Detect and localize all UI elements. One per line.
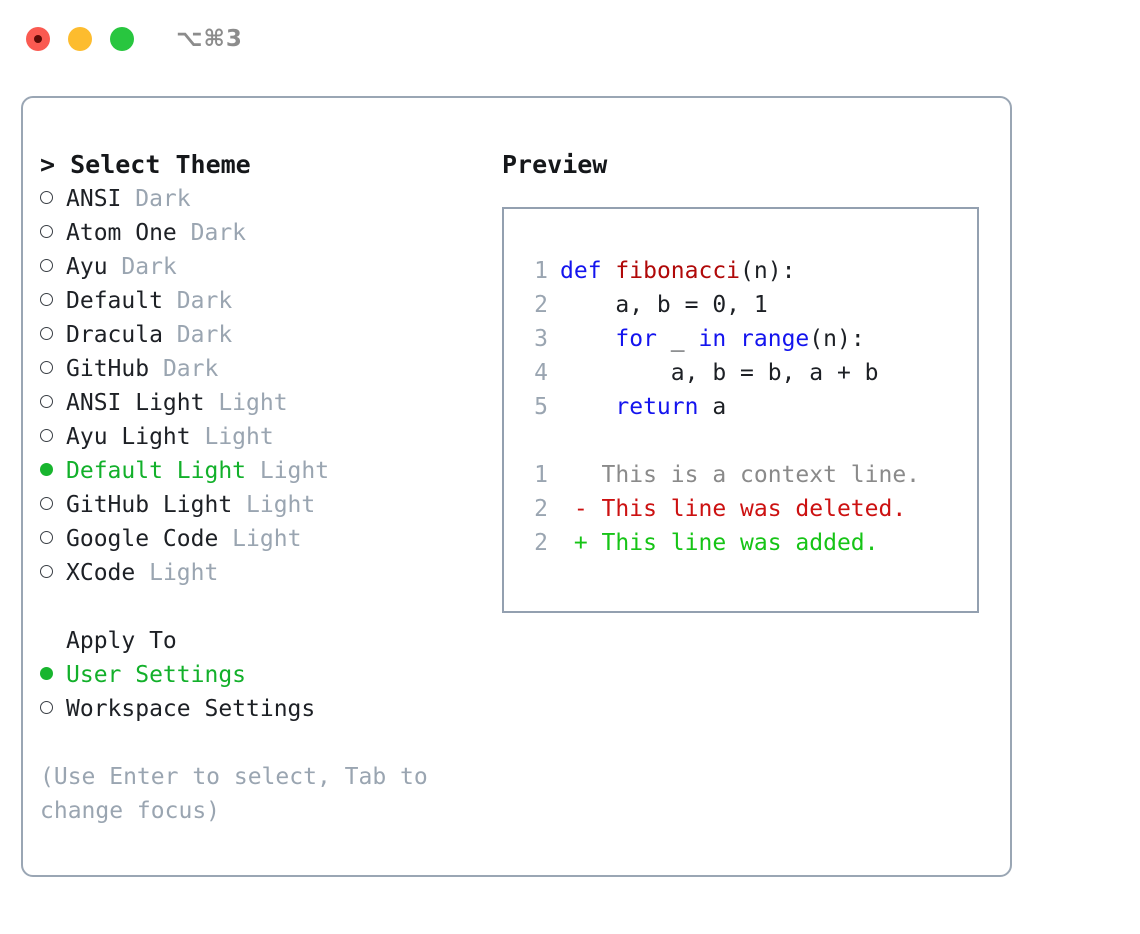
theme-item-variant-tag: Dark (107, 254, 177, 280)
code-gap (520, 424, 971, 458)
theme-item-label: ANSI Light (66, 390, 205, 416)
theme-item-9[interactable]: GitHub Light Light (40, 488, 500, 522)
radio-selected-icon (40, 658, 66, 692)
code-line-3: 4 a, b = b, a + b (520, 356, 971, 390)
radio-unselected-icon (40, 352, 66, 386)
line-number: 2 (534, 292, 548, 318)
theme-item-variant-tag: Light (135, 560, 219, 586)
radio-unselected-icon (40, 488, 66, 522)
radio-unselected-icon (40, 386, 66, 420)
apply-to-option-label: User Settings (66, 662, 247, 688)
code-text: for _ in range(n): (615, 326, 865, 352)
theme-item-variant-tag: Light (232, 492, 316, 518)
theme-item-0[interactable]: ANSI Dark (40, 182, 500, 216)
radio-unselected-icon (40, 216, 66, 250)
list-spacer (40, 590, 500, 624)
theme-item-label: GitHub Light (66, 492, 233, 518)
diff-lines: 1 This is a context line.2 - This line w… (520, 458, 971, 560)
code-text: return a (615, 394, 727, 420)
radio-selected-icon (40, 454, 66, 488)
theme-item-1[interactable]: Atom One Dark (40, 216, 500, 250)
code-text: def fibonacci(n): (560, 258, 796, 284)
theme-item-6[interactable]: ANSI Light Light (40, 386, 500, 420)
select-theme-header: > Select Theme (40, 150, 251, 179)
code-text: - This line was deleted. (560, 496, 907, 522)
theme-item-4[interactable]: Dracula Dark (40, 318, 500, 352)
theme-item-label: Google Code (66, 526, 219, 552)
maximize-window-button[interactable] (110, 27, 134, 51)
radio-unselected-icon (40, 318, 66, 352)
theme-item-5[interactable]: GitHub Dark (40, 352, 500, 386)
close-window-button[interactable] (26, 27, 50, 51)
traffic-light-group (26, 27, 134, 51)
theme-item-variant-tag: Dark (162, 288, 233, 314)
theme-item-variant-tag: Light (190, 424, 274, 450)
apply-to-option-0[interactable]: User Settings (40, 658, 500, 692)
minimize-window-button[interactable] (68, 27, 92, 51)
theme-item-label: Atom One (66, 220, 177, 246)
theme-item-label: Dracula (66, 322, 163, 348)
theme-item-10[interactable]: Google Code Light (40, 522, 500, 556)
radio-unselected-icon (40, 182, 66, 216)
code-line-2: 3 for _ in range(n): (520, 322, 971, 356)
theme-item-label: GitHub (66, 356, 150, 382)
keyboard-hint-text: (Use Enter to select, Tab to change focu… (40, 764, 442, 824)
preview-title: Preview (502, 150, 608, 179)
theme-item-label: Ayu Light (66, 424, 191, 450)
code-line-1: 2 a, b = 0, 1 (520, 288, 971, 322)
theme-item-2[interactable]: Ayu Dark (40, 250, 500, 284)
theme-item-label: Default Light (66, 458, 247, 484)
theme-item-3[interactable]: Default Dark (40, 284, 500, 318)
theme-item-variant-tag: Light (218, 526, 302, 552)
radio-unselected-icon (40, 250, 66, 284)
code-text: a, b = b, a + b (560, 360, 879, 386)
theme-item-label: Ayu (66, 254, 108, 280)
apply-to-option-label: Workspace Settings (66, 696, 316, 722)
line-number: 5 (534, 394, 548, 420)
radio-unselected-icon (40, 522, 66, 556)
apply-to-option-1[interactable]: Workspace Settings (40, 692, 500, 726)
theme-item-variant-tag: Light (204, 390, 288, 416)
radio-unselected-icon (40, 692, 66, 726)
code-text: + This line was added. (560, 530, 879, 556)
apply-to-header: Apply To (66, 628, 177, 654)
line-number: 2 (534, 496, 548, 522)
theme-item-label: XCode (66, 560, 136, 586)
diff-line-1: 2 - This line was deleted. (520, 492, 971, 526)
theme-item-variant-tag: Dark (121, 186, 191, 212)
line-number: 1 (534, 462, 548, 488)
radio-unselected-icon (40, 420, 66, 454)
code-text: This is a context line. (560, 462, 921, 488)
theme-item-7[interactable]: Ayu Light Light (40, 420, 500, 454)
line-number: 3 (534, 326, 548, 352)
theme-item-11[interactable]: XCode Light (40, 556, 500, 590)
line-number: 1 (534, 258, 548, 284)
window-title: ⌥⌘3 (176, 26, 243, 52)
code-line-0: 1 def fibonacci(n): (520, 254, 971, 288)
theme-item-variant-tag: Dark (162, 322, 233, 348)
radio-unselected-icon (40, 284, 66, 318)
window-title-bar: ⌥⌘3 (0, 0, 1140, 78)
line-number: 4 (534, 360, 548, 386)
theme-item-variant-tag: Light (246, 458, 330, 484)
radio-unselected-icon (40, 556, 66, 590)
theme-item-label: Default (66, 288, 163, 314)
diff-line-2: 2 + This line was added. (520, 526, 971, 560)
theme-item-label: ANSI (66, 186, 122, 212)
theme-item-variant-tag: Dark (176, 220, 247, 246)
theme-item-8[interactable]: Default Light Light (40, 454, 500, 488)
line-number: 2 (534, 530, 548, 556)
code-line-4: 5 return a (520, 390, 971, 424)
diff-line-0: 1 This is a context line. (520, 458, 971, 492)
code-text: a, b = 0, 1 (560, 292, 768, 318)
theme-item-variant-tag: Dark (149, 356, 219, 382)
